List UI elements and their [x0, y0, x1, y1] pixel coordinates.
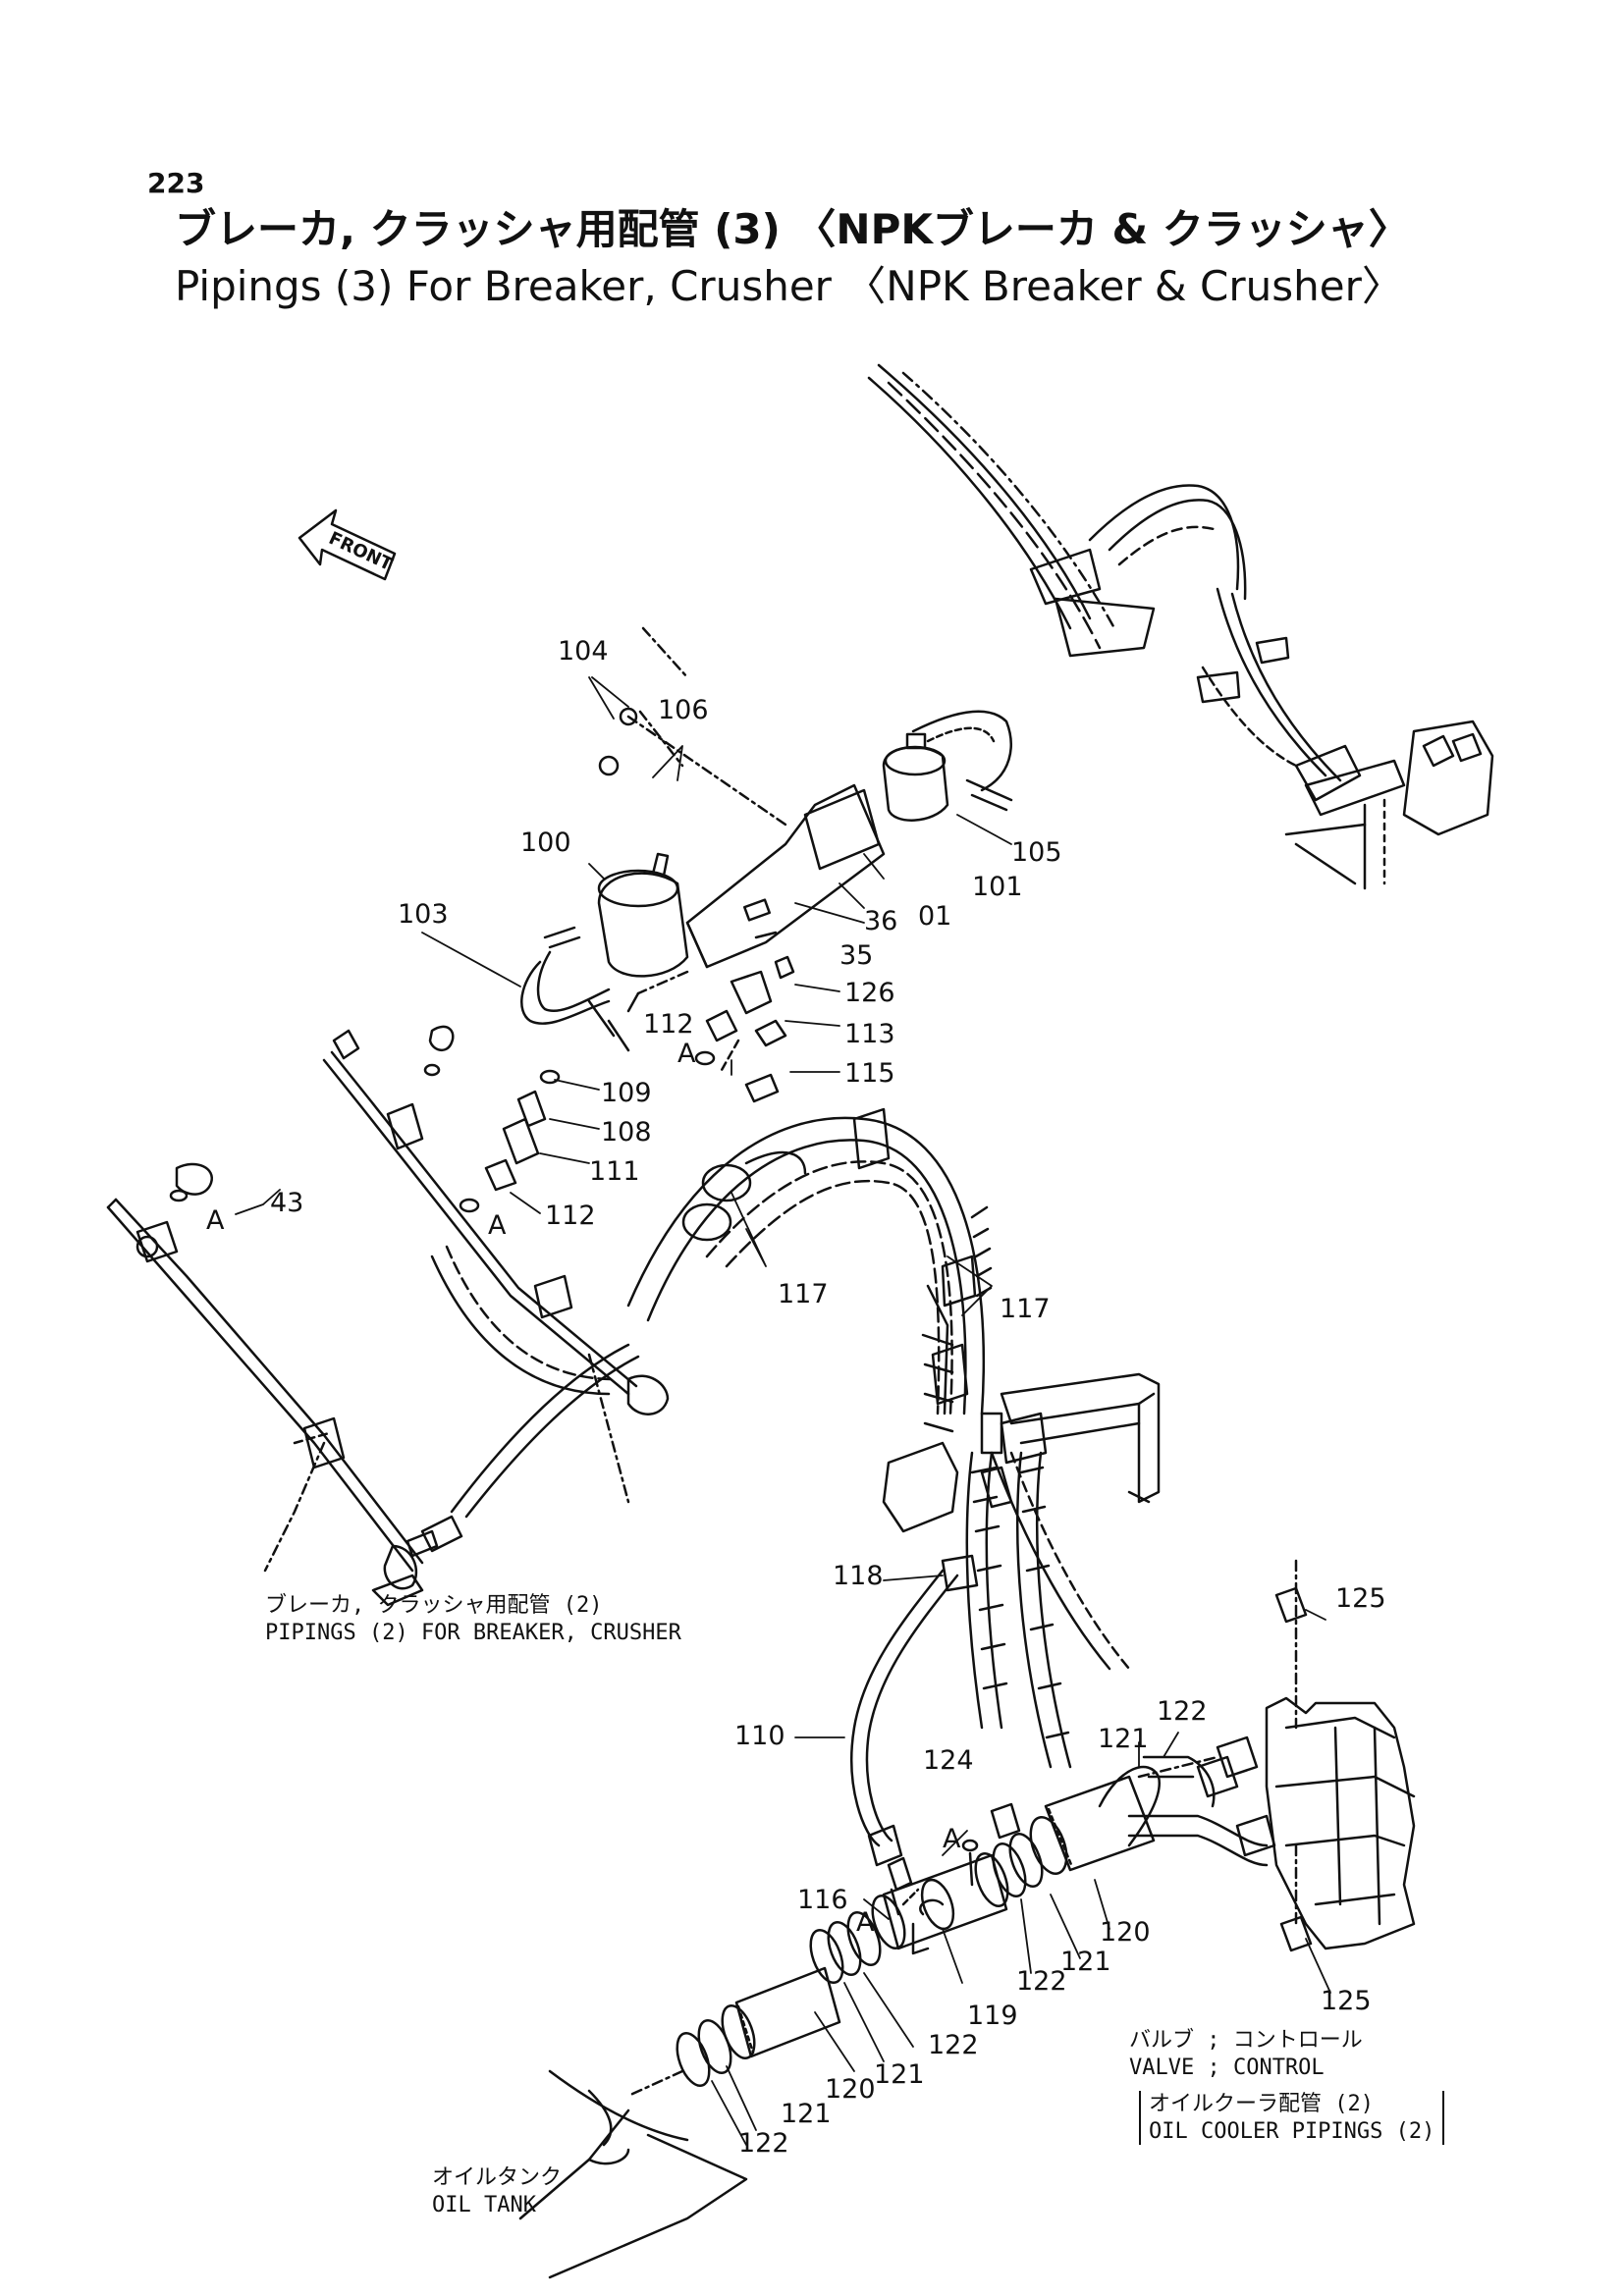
- note-control-valve-jp: バルブ ; コントロール: [1129, 2028, 1363, 2053]
- callout-101: 101: [972, 872, 1023, 902]
- note-breaker-pipings-en: PIPINGS (2) FOR BREAKER, CRUSHER: [265, 1620, 681, 1645]
- callout-121-lower: 121: [874, 2059, 925, 2090]
- page-title-english: Pipings (3) For Breaker, Crusher 〈NPK Br…: [175, 262, 1403, 310]
- callout-111: 111: [589, 1156, 640, 1187]
- callout-113: 113: [844, 1019, 895, 1049]
- callout-118: 118: [833, 1561, 884, 1591]
- note-oil-cooler-pipings: オイルクーラ配管 (2) OIL COOLER PIPINGS (2): [1139, 2091, 1445, 2145]
- detail-a-label-3: A: [206, 1205, 225, 1236]
- control-valve: [1127, 1559, 1416, 1952]
- callout-120-lower: 120: [825, 2074, 876, 2105]
- callout-105: 105: [1011, 837, 1062, 868]
- callout-36: 36: [864, 906, 898, 936]
- page-number: 223: [147, 167, 205, 199]
- callout-122-bottom: 122: [738, 2128, 789, 2159]
- callout-35: 35: [839, 940, 874, 971]
- note-control-valve: バルブ ; コントロール VALVE ; CONTROL: [1129, 2027, 1363, 2081]
- callout-125-lower: 125: [1321, 1986, 1372, 2016]
- callout-108: 108: [601, 1117, 652, 1148]
- callout-112-upper: 112: [643, 1009, 694, 1040]
- fittings-group: [459, 955, 795, 1213]
- frame-bracket: [882, 1372, 1161, 1533]
- callout-125-upper: 125: [1335, 1583, 1386, 1614]
- callout-109: 109: [601, 1078, 652, 1108]
- callout-126: 126: [844, 978, 895, 1008]
- note-oil-cooler-pipings-jp: オイルクーラ配管 (2): [1149, 2092, 1374, 2116]
- detail-a-label-4: A: [943, 1824, 961, 1854]
- note-breaker-pipings-jp: ブレーカ, クラッシャ用配管 (2): [265, 1593, 603, 1618]
- note-oil-tank-en: OIL TANK: [432, 2192, 536, 2217]
- note-control-valve-en: VALVE ; CONTROL: [1129, 2055, 1325, 2080]
- oil-tank: [518, 2069, 748, 2279]
- callout-121-bottom: 121: [781, 2099, 832, 2129]
- callout-106: 106: [658, 695, 709, 725]
- note-oil-cooler-pipings-en: OIL COOLER PIPINGS (2): [1149, 2118, 1435, 2144]
- callout-117-left: 117: [778, 1279, 829, 1309]
- pipings-2-group: [106, 1025, 670, 1607]
- hose-bundle: [626, 1107, 1131, 1769]
- page-title-japanese: ブレーカ, クラッシャ用配管 (3) 〈NPKブレーカ & クラッシャ〉: [175, 205, 1410, 253]
- callout-119: 119: [967, 2001, 1018, 2031]
- bracket-assembly: [520, 626, 1013, 1052]
- callout-116: 116: [797, 1885, 848, 1915]
- callout-122-lower: 122: [928, 2030, 979, 2060]
- detail-a-label-2: A: [488, 1210, 507, 1241]
- callout-122-upper: 122: [1157, 1696, 1208, 1727]
- callout-121-upper: 121: [1098, 1724, 1149, 1754]
- callout-117-right: 117: [1000, 1294, 1051, 1324]
- hose-110: [850, 1554, 979, 1867]
- note-breaker-pipings: ブレーカ, クラッシャ用配管 (2) PIPINGS (2) FOR BREAK…: [265, 1592, 681, 1646]
- callout-115: 115: [844, 1058, 895, 1089]
- detail-a-label-5: A: [856, 1907, 875, 1938]
- callout-103: 103: [398, 899, 449, 930]
- suction-line: [626, 1755, 1219, 2098]
- callout-121-mid: 121: [1060, 1947, 1111, 1977]
- note-oil-tank-jp: オイルタンク: [432, 2165, 563, 2190]
- callout-110: 110: [734, 1721, 785, 1751]
- callout-112-lower: 112: [545, 1201, 596, 1231]
- callout-120-upper: 120: [1100, 1917, 1151, 1948]
- leader-lines: [235, 676, 1331, 2146]
- front-arrow-icon: FRONT: [298, 508, 396, 581]
- detail-a-label-1: A: [677, 1039, 696, 1069]
- callout-104: 104: [558, 636, 609, 667]
- note-oil-tank: オイルタンク OIL TANK: [432, 2164, 562, 2218]
- callout-01: 01: [918, 901, 952, 932]
- callout-122-mid: 122: [1016, 1966, 1067, 1997]
- callout-100: 100: [520, 828, 571, 858]
- callout-124: 124: [923, 1745, 974, 1776]
- callout-43: 43: [270, 1188, 304, 1218]
- fitting-116-124: [887, 1802, 1021, 1916]
- boom-assembly: [867, 363, 1494, 890]
